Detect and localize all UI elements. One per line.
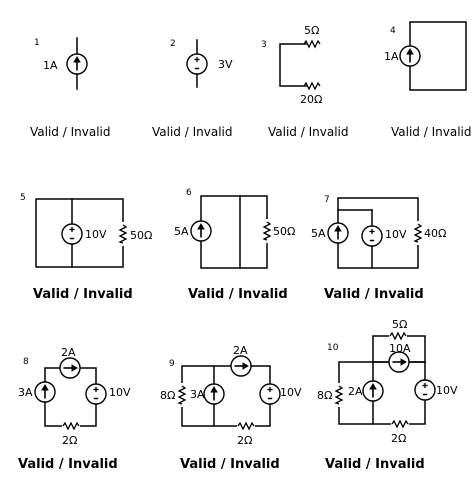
resistor-label: 8Ω xyxy=(160,389,175,402)
current-source xyxy=(327,222,349,244)
current-source xyxy=(66,53,88,75)
circuit-4: 4 1A Valid / Invalid xyxy=(384,21,471,139)
current-source xyxy=(34,381,56,403)
circuit-number: 6 xyxy=(186,188,192,198)
valid-invalid-label: Valid / Invalid xyxy=(180,457,280,472)
source-label: 5A xyxy=(311,227,326,240)
valid-invalid-label: Valid / Invalid xyxy=(324,287,424,302)
resistor-label: 20Ω xyxy=(300,93,322,106)
source-label: 3A xyxy=(18,386,33,399)
resistor-label: 2Ω xyxy=(391,432,406,445)
circuit-6: 6 5A 50Ω Valid / Invalid xyxy=(174,188,295,302)
voltage-source xyxy=(61,223,83,245)
valid-invalid-label: Valid / Invalid xyxy=(188,287,288,302)
circuit-7: 7 5A 10V 40Ω Valid / Invalid xyxy=(311,195,446,302)
source-label: 3A xyxy=(190,388,205,401)
resistor-label: 2Ω xyxy=(237,434,252,447)
circuit-number: 10 xyxy=(327,343,339,353)
source-label: 10V xyxy=(85,228,107,241)
source-label: 10V xyxy=(385,228,407,241)
valid-invalid-label: Valid / Invalid xyxy=(268,125,348,139)
resistor-label: 50Ω xyxy=(130,229,152,242)
source-label: 10A xyxy=(389,342,411,355)
resistor-label: 2Ω xyxy=(62,434,77,447)
resistor-label: 40Ω xyxy=(424,227,446,240)
resistor-label: 50Ω xyxy=(273,225,295,238)
valid-invalid-label: Valid / Invalid xyxy=(152,125,232,139)
current-source xyxy=(362,380,384,402)
wire xyxy=(279,43,307,87)
current-source xyxy=(399,45,421,67)
source-label: 10V xyxy=(280,386,302,399)
voltage-source xyxy=(361,225,383,247)
circuit-number: 7 xyxy=(324,195,330,205)
voltage-source xyxy=(85,383,107,405)
resistor-label: 5Ω xyxy=(392,318,407,331)
valid-invalid-label: Valid / Invalid xyxy=(391,125,471,139)
source-label: 1A xyxy=(43,59,58,72)
current-source xyxy=(203,383,225,405)
source-label: 3V xyxy=(218,58,233,71)
source-label: 5A xyxy=(174,225,189,238)
circuit-number: 4 xyxy=(390,26,396,36)
circuit-8: 8 3A 2A 10V 2Ω Valid / Invalid xyxy=(18,346,131,472)
circuit-9: 9 8Ω 3A 2A 10V 2Ω Valid / Invalid xyxy=(160,344,302,472)
source-label: 2A xyxy=(348,385,363,398)
circuit-10: 10 5Ω 10A 8Ω 2A 10V 2Ω Valid / Invalid xyxy=(317,318,458,472)
source-label: 2A xyxy=(233,344,248,357)
circuit-1: 1 1A Valid / Invalid xyxy=(30,37,110,139)
voltage-source xyxy=(186,53,208,75)
voltage-source xyxy=(414,379,436,401)
valid-invalid-label: Valid / Invalid xyxy=(18,457,118,472)
valid-invalid-label: Valid / Invalid xyxy=(30,125,110,139)
circuit-number: 1 xyxy=(34,38,40,48)
circuit-number: 9 xyxy=(169,359,175,369)
circuit-3: 3 5Ω 20Ω Valid / Invalid xyxy=(261,24,348,139)
circuit-number: 8 xyxy=(23,357,29,367)
source-label: 2A xyxy=(61,346,76,359)
circuit-2: 2 3V Valid / Invalid xyxy=(152,39,233,139)
current-source xyxy=(230,355,252,377)
valid-invalid-label: Valid / Invalid xyxy=(325,457,425,472)
circuit-5: 5 10V 50Ω Valid / Invalid xyxy=(20,193,152,302)
circuit-number: 5 xyxy=(20,193,26,203)
resistor-label: 5Ω xyxy=(304,24,319,37)
valid-invalid-label: Valid / Invalid xyxy=(33,287,133,302)
current-source xyxy=(388,351,410,373)
resistor-label: 8Ω xyxy=(317,389,332,402)
current-source xyxy=(59,357,81,379)
voltage-source xyxy=(259,383,281,405)
source-label: 10V xyxy=(109,386,131,399)
circuit-number: 2 xyxy=(170,39,176,49)
source-label: 10V xyxy=(436,384,458,397)
circuit-number: 3 xyxy=(261,40,267,50)
source-label: 1A xyxy=(384,50,399,63)
current-source xyxy=(190,220,212,242)
